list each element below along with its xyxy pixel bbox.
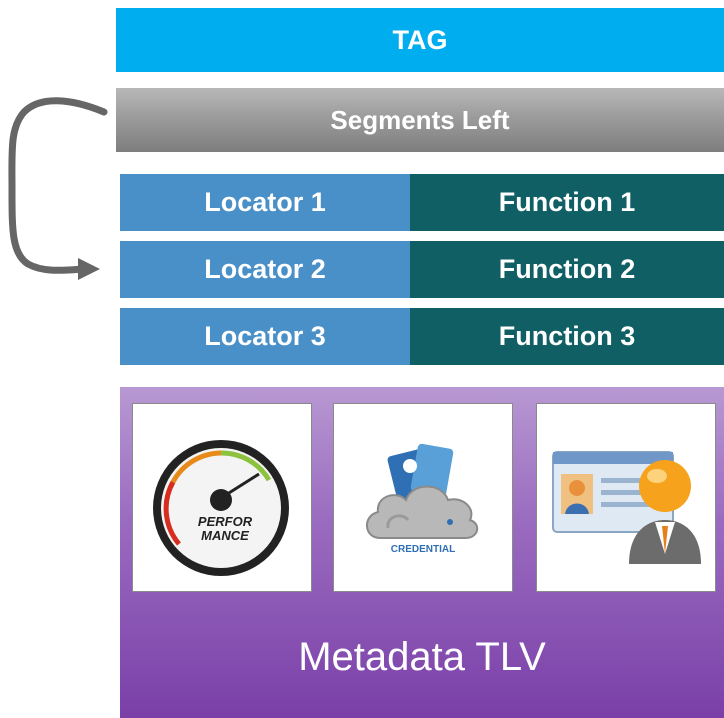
metadata-tlv-box: PERFOR MANCE CREDENTIAL <box>120 387 724 718</box>
performance-card: PERFOR MANCE <box>132 403 312 592</box>
locator-1-label: Locator 1 <box>204 187 326 217</box>
function-1-label: Function 1 <box>498 187 636 217</box>
locator-2-field: Locator 2 <box>120 241 410 298</box>
user-id-card <box>536 403 716 592</box>
performance-text-line1: PERFOR <box>198 514 253 529</box>
tag-field: TAG <box>116 8 724 72</box>
performance-text-line2: MANCE <box>201 528 249 543</box>
locator-2-label: Locator 2 <box>204 254 326 284</box>
user-id-card-icon <box>552 451 701 564</box>
locator-1-field: Locator 1 <box>120 174 410 231</box>
credential-cloud-icon: CREDENTIAL <box>366 443 479 555</box>
function-3-field: Function 3 <box>410 308 724 365</box>
segments-left-pointer-arrow <box>8 97 108 280</box>
performance-gauge-icon: PERFOR MANCE <box>153 440 289 576</box>
function-2-field: Function 2 <box>410 241 724 298</box>
function-1-field: Function 1 <box>410 174 724 231</box>
function-3-label: Function 3 <box>498 321 636 351</box>
locator-3-label: Locator 3 <box>204 321 326 351</box>
tag-label: TAG <box>392 24 448 55</box>
credential-text: CREDENTIAL <box>391 544 455 555</box>
credential-card: CREDENTIAL <box>333 403 513 592</box>
locator-3-field: Locator 3 <box>120 308 410 365</box>
segments-left-label: Segments Left <box>330 104 510 135</box>
metadata-tlv-label: Metadata TLV <box>298 635 546 679</box>
function-2-label: Function 2 <box>498 254 636 284</box>
segments-left-field: Segments Left <box>116 88 724 152</box>
